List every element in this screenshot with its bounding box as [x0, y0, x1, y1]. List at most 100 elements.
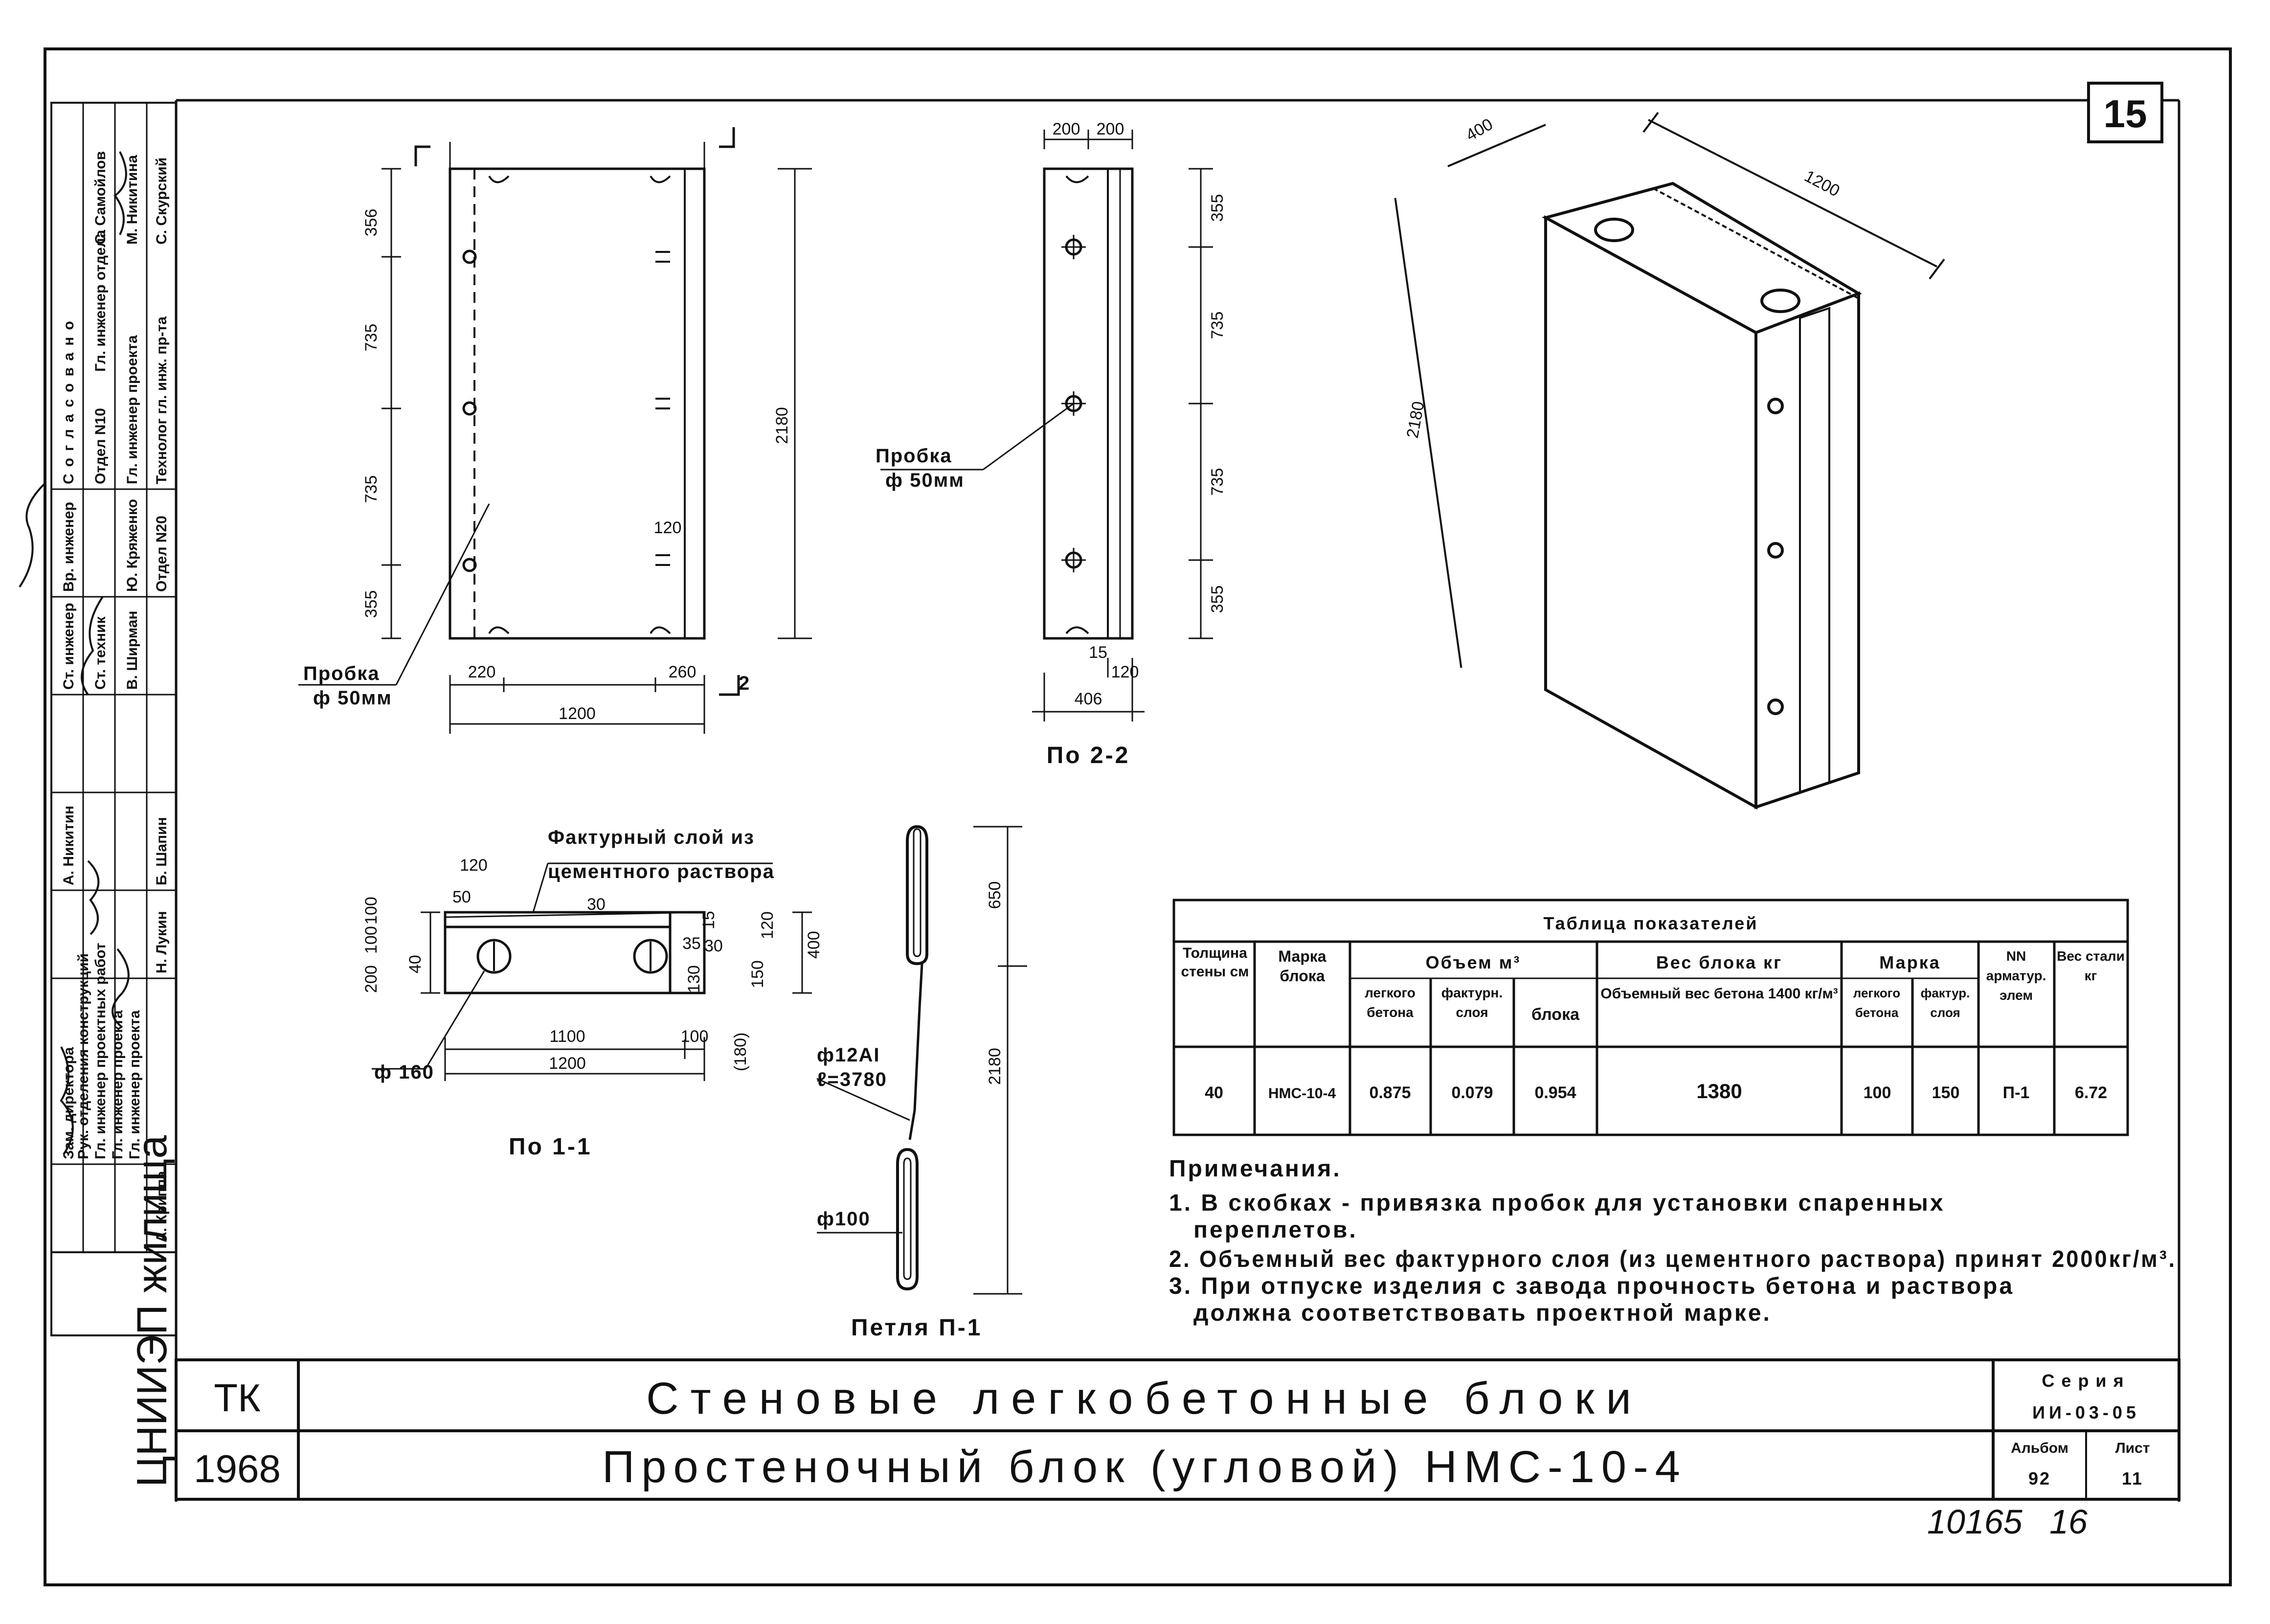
front-plug-label: Пробка: [303, 663, 380, 684]
side-top-dim-2: 200: [1097, 120, 1124, 138]
loop-bend-label: ф100: [817, 1208, 871, 1230]
table-header-vol-block: блока: [1531, 1005, 1580, 1024]
section-dim-40: 40: [406, 955, 425, 973]
table-header-steel: Вес стали кг: [2057, 948, 2125, 983]
stamp-col-name-3: А. Никитин: [61, 806, 77, 885]
section-dim-r15: 15: [699, 911, 718, 929]
table-header-weight: Вес блока кг: [1656, 952, 1782, 972]
note-line-2: переплетов.: [1193, 1217, 1358, 1243]
table-title: Таблица показателей: [1544, 913, 1758, 933]
section-dim-r30: 30: [704, 937, 723, 955]
table-cell-steel: 6.72: [2075, 1083, 2107, 1102]
title-block: [175, 1358, 2180, 1501]
section-dim-r130: 130: [685, 965, 703, 993]
notes: Примечания. 1. В скобках - привязка проб…: [1169, 1156, 2175, 1326]
stamp-col-name-1: А. Криппа: [154, 1171, 170, 1242]
side-dim-355b: 355: [1208, 586, 1227, 613]
loop-view-labels: 650 2180 ф12АI ℓ=3780 ф100 Петля П-1: [817, 881, 1004, 1341]
series-label: Серия: [2042, 1371, 2130, 1391]
side-dim-735a: 735: [1208, 312, 1227, 339]
stamp-name-2: М. Никитина: [124, 155, 140, 245]
section-facing-label-2: цементного раствора: [548, 861, 775, 882]
table-header-vol-facing: фактурн. слоя: [1441, 985, 1503, 1020]
sheet-label: Лист: [2115, 1440, 2150, 1456]
section-facing-label-1: Фактурный слой из: [548, 827, 755, 848]
table-header-mark: Марка блока: [1278, 947, 1326, 985]
stamp-col-name-2: Б. Шапин: [154, 817, 170, 885]
front-plug-diameter: ф 50мм: [313, 687, 392, 709]
approval-stamp: Согласовано Отдел N10 Гл. инженер отдела…: [19, 102, 177, 1487]
stamp-mid-role-3: Вр. инженер: [61, 502, 77, 592]
table-header-grade-facing: фактур. слоя: [1920, 986, 1970, 1020]
stamp-role-2: Гл. инженер отдела: [92, 230, 109, 372]
title-code: ТК: [214, 1376, 261, 1420]
stamp-role-4: Технолог гл. инж. пр-та: [154, 316, 170, 484]
stamp-agreed-text: Согласовано: [61, 314, 77, 484]
section-dim-180: (180): [731, 1033, 750, 1071]
front-dim-width: 1200: [559, 704, 596, 723]
table-cell-vol-light: 0.875: [1369, 1083, 1411, 1102]
table-cell-mark: НМС-10-4: [1268, 1085, 1336, 1102]
table-header-wall: Толщина стены см: [1181, 945, 1249, 980]
front-dim-735a: 735: [362, 324, 381, 352]
loop-bar-label-1: ф12АI: [817, 1044, 880, 1066]
title-main: Стеновые легкобетонные блоки: [646, 1374, 1643, 1423]
title-subtitle: Простеночный блок (угловой) НМС-10-4: [602, 1442, 1687, 1492]
side-caption: По 2-2: [1047, 743, 1130, 768]
section-dim-r35: 35: [682, 934, 701, 953]
series-value: ИИ-03-05: [2032, 1402, 2140, 1422]
front-dim-120: 120: [654, 519, 682, 537]
indicators-table-text: Таблица показателей Толщина стены см Мар…: [1181, 913, 2125, 1103]
stamp-mid-role-2: Ст. техник: [92, 616, 109, 690]
section-dim-100a: 100: [362, 926, 381, 954]
front-view: [298, 127, 812, 734]
title-block-text: ТК 1968 Стеновые легкобетонные блоки Про…: [194, 1371, 2150, 1492]
stamp-col-role-2: Рук. отделения конструкций: [75, 953, 91, 1159]
section-dim-r150: 150: [748, 960, 767, 988]
front-view-labels: 356 735 735 355 2180 1200 220 260 120 Пр…: [303, 209, 791, 723]
archive-number: 10165: [1927, 1503, 2023, 1541]
front-dim-right-offset: 260: [669, 663, 697, 681]
margin-signature: [19, 483, 45, 588]
note-line-4: 3. При отпуске изделия с завода прочност…: [1169, 1273, 2014, 1299]
sheet-value: 11: [2122, 1468, 2143, 1489]
section-dim-50: 50: [452, 888, 471, 906]
table-cell-wall: 40: [1205, 1083, 1223, 1102]
iso-dim-depth: 400: [1462, 115, 1496, 145]
loop-caption: Петля П-1: [851, 1315, 982, 1341]
stamp-col-role-4: Гл. инженер проекта: [110, 1010, 126, 1159]
section-dim-100b: 100: [362, 897, 381, 925]
stamp-mid-role-1: Ст. инженер: [61, 603, 77, 690]
side-dim-120: 120: [1111, 663, 1139, 681]
stamp-role-1: Отдел N10: [92, 408, 109, 484]
table-header-grade: Марка: [1879, 952, 1940, 972]
stamp-col-role-5: Гл. инженер проекта: [127, 1010, 143, 1159]
section-caption: По 1-1: [509, 1134, 592, 1160]
table-cell-rebar: П-1: [2003, 1083, 2030, 1102]
stamp-role-3: Гл. инженер проекта: [124, 335, 140, 484]
side-dim-width: 406: [1075, 690, 1102, 708]
side-dim-735b: 735: [1208, 468, 1227, 496]
side-view: [880, 130, 1213, 722]
album-label: Альбом: [2011, 1440, 2068, 1456]
front-dim-left-offset: 220: [468, 663, 496, 681]
archive-suffix: 16: [2049, 1503, 2088, 1541]
table-cell-grade-facing: 150: [1932, 1083, 1960, 1102]
front-dim-735b: 735: [362, 475, 381, 503]
section-dim-r120: 120: [758, 911, 777, 939]
table-header-vol-light: легкого бетона: [1365, 985, 1416, 1020]
front-dim-355: 355: [362, 590, 381, 618]
section-dim-200: 200: [362, 965, 381, 993]
isometric-view: [1394, 112, 1945, 810]
stamp-col-name-4: Н. Лукин: [154, 911, 170, 973]
org-name: ЦНИИЭП жилища: [129, 1135, 176, 1487]
iso-dim-height: 2180: [1403, 400, 1428, 440]
notes-heading: Примечания.: [1169, 1156, 1342, 1182]
stamp-mid-name-2: В. Ширман: [124, 611, 140, 690]
stamp-mid-name-1: Ю. Кряженко: [124, 499, 140, 592]
side-view-labels: 200 200 355 735 735 355 Пробка ф 50мм 15…: [876, 120, 1227, 768]
table-cell-vol-facing: 0.079: [1451, 1083, 1493, 1102]
side-top-dim-1: 200: [1053, 120, 1080, 138]
sheet-outer-frame: [44, 47, 2232, 1586]
